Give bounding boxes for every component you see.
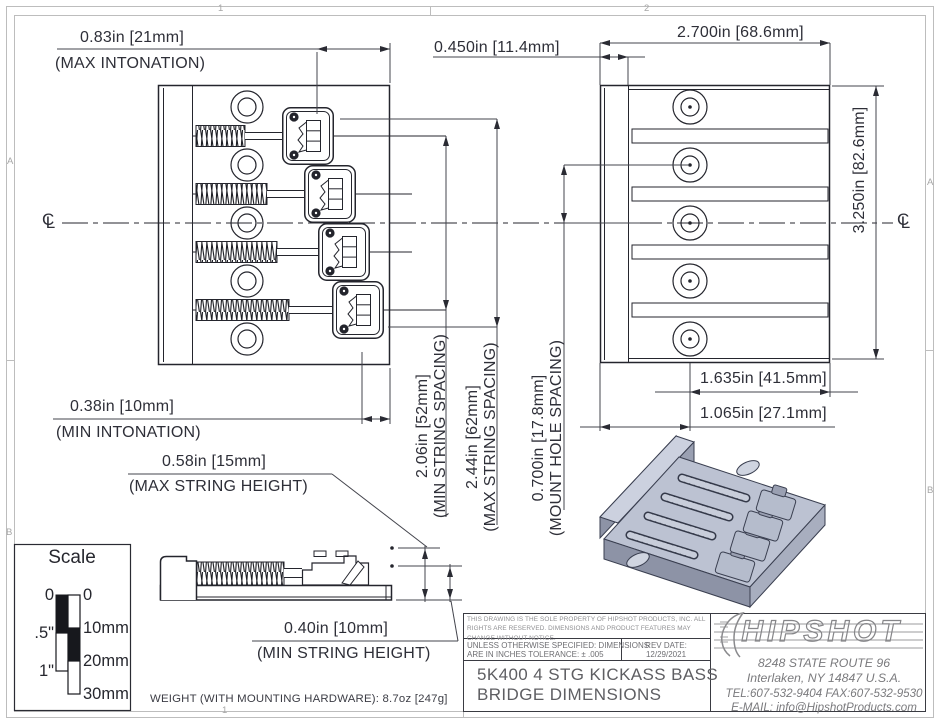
scale-box-title: Scale (48, 547, 96, 568)
scale-inch-tick-1: 1" (38, 662, 54, 680)
dim-hole-to-front-edge: 1.065in [27.1mm] (700, 405, 827, 422)
dimension-lines (53, 40, 884, 642)
title-block-disclaimer: THIS DRAWING IS THE SOLE PROPERTY OF HIP… (467, 616, 706, 642)
dim-mount-hole-spacing-label: (MOUNT HOLE SPACING) (548, 339, 565, 537)
title-block-rev-date: 12/29/2021 (645, 650, 687, 659)
dim-plate-length-value: 3.250in [82.6mm] (851, 106, 869, 234)
dim-max-string-spacing-label: (MAX STRING SPACING) (482, 342, 499, 532)
drawing-title-line1: 5K400 4 STG KICKASS BASS (477, 665, 719, 684)
dim-min-string-height-value: 0.40in [10mm] (284, 620, 388, 637)
dim-max-string-height-value: 0.58in [15mm] (162, 453, 266, 470)
scale-inch-tick-half: .5" (34, 624, 54, 642)
zone-top-2: 2 (644, 3, 650, 14)
scale-mm-tick-30: 30mm (83, 685, 129, 703)
dim-max-string-height-label: (MAX STRING HEIGHT) (129, 478, 308, 495)
dim-mount-hole-spacing-value: 0.700in [17.8mm] (530, 374, 548, 502)
scale-mm-tick-10: 10mm (83, 619, 129, 637)
dim-max-intonation-value: 0.83in [21mm] (80, 29, 184, 46)
back-view (599, 84, 831, 364)
address-line1: 8248 STATE ROUTE 96 (757, 656, 891, 670)
drawing-title-line2: BRIDGE DIMENSIONS (477, 685, 662, 704)
dim-min-intonation-value: 0.38in [10mm] (70, 398, 174, 415)
dim-plate-width-value: 2.700in [68.6mm] (677, 24, 804, 41)
scale-inch-tick-0: 0 (44, 586, 54, 604)
zone-top-1: 1 (218, 3, 224, 14)
saddles (282, 107, 384, 339)
dim-max-intonation-label: (MAX INTONATION) (55, 55, 206, 72)
plan-view (157, 84, 446, 366)
centerline-c: C (897, 210, 910, 229)
centerline-c: C (42, 210, 55, 229)
hipshot-logo-lines (714, 623, 923, 649)
centerline-symbol-left: CL (42, 210, 56, 232)
zone-bottom-1: 1 (222, 705, 228, 716)
hipshot-logo: HIPSHOT (741, 614, 903, 648)
phone-fax: TEL:607-532-9404 FAX:607-532-9530 (725, 687, 923, 700)
dim-mount-hole-spacing: 0.700in [17.8mm] (MOUNT HOLE SPACING) (530, 340, 566, 536)
dim-flange-width-value: 0.450in [11.4mm] (434, 39, 560, 56)
centerline-l: L (900, 213, 911, 232)
title-block-tolerance-line1: UNLESS OTHERWISE SPECIFIED: DIMENSIONS (467, 641, 650, 650)
side-view (159, 546, 394, 601)
title-block-tolerance-line2: ARE IN INCHES TOLERANCE: ± .005 (467, 650, 604, 659)
dim-max-string-spacing: 2.44in [62mm] (MAX STRING SPACING) (464, 342, 500, 532)
iso-render (599, 434, 826, 609)
zone-left-a: A (7, 156, 14, 167)
dim-min-string-spacing-label: (MIN STRING SPACING) (432, 333, 449, 519)
zone-left-b: B (6, 527, 13, 538)
scale-box-graphic (13, 543, 132, 712)
title-block-rev-date-label: REV DATE: (645, 641, 687, 650)
dim-max-string-spacing-value: 2.44in [62mm] (464, 385, 482, 489)
centerline-symbol-right: CL (897, 210, 911, 232)
scale-mm-tick-0: 0 (83, 586, 93, 604)
dim-min-intonation-label: (MIN INTONATION) (56, 424, 201, 441)
centerline-l: L (45, 213, 56, 232)
clef-icon (720, 611, 745, 658)
address-line2: Interlaken, NY 14847 U.S.A. (746, 671, 902, 685)
dim-min-string-spacing-value: 2.06in [52mm] (414, 374, 432, 478)
dim-min-string-height-label: (MIN STRING HEIGHT) (257, 645, 431, 662)
dim-min-string-spacing: 2.06in [52mm] (MIN STRING SPACING) (414, 334, 450, 518)
email: E-MAIL: info@HipshotProducts.com (731, 701, 917, 714)
title-block-lines (463, 613, 926, 712)
scale-mm-tick-20: 20mm (83, 652, 129, 670)
dim-hole-to-back-edge: 1.635in [41.5mm] (700, 370, 827, 387)
zone-right-b: B (927, 485, 934, 496)
zone-right-a: A (927, 177, 934, 188)
weight-note: WEIGHT (WITH MOUNTING HARDWARE): 8.7oz [… (150, 693, 448, 705)
